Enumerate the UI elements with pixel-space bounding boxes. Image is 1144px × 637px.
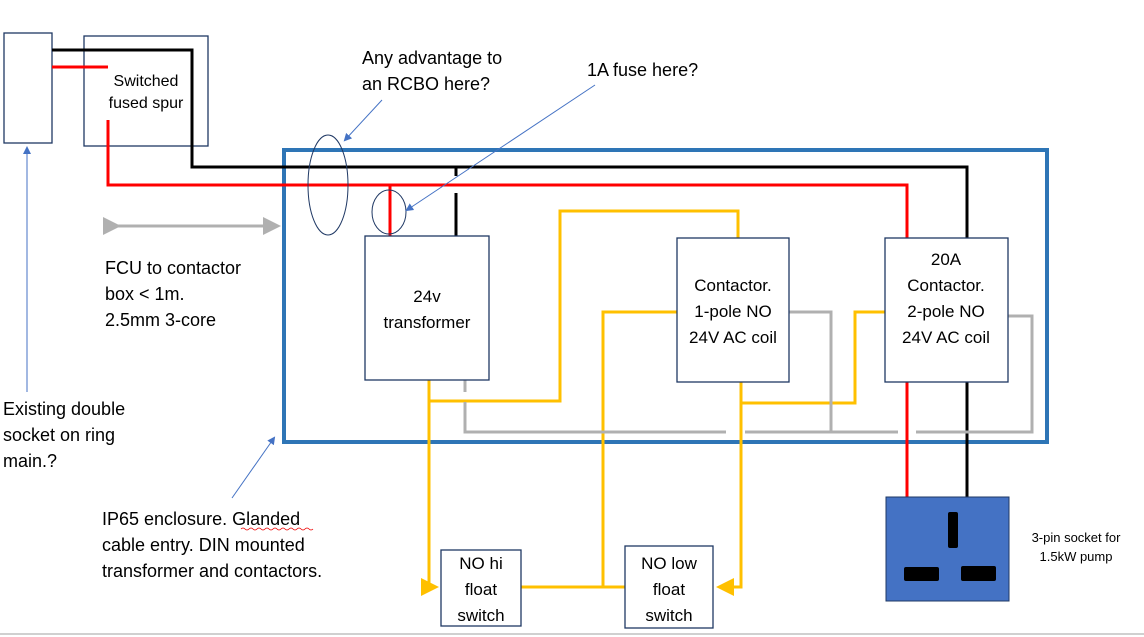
contactor1-label: 24V AC coil: [689, 328, 777, 347]
rcbo-marker: [307, 134, 349, 236]
spur-label: fused spur: [109, 95, 184, 112]
existing-socket-note: Existing double: [3, 399, 125, 419]
transformer-label: transformer: [384, 313, 471, 332]
enclosure-note: IP65 enclosure. Glanded: [102, 509, 300, 529]
existing-socket-note: main.?: [3, 451, 57, 471]
fuse-marker: [371, 189, 407, 235]
earth-pin-icon: [948, 512, 958, 548]
spur-label: Switched: [114, 73, 179, 90]
neutral-wire-supply: [52, 48, 969, 238]
control-wire-coil1: [429, 209, 740, 403]
low-float-switch-box: [624, 545, 714, 629]
rcbo-question: an RCBO here?: [362, 74, 490, 94]
enclosure-note: cable entry. DIN mounted: [102, 535, 305, 555]
contactor1-label: 1-pole NO: [694, 302, 771, 321]
enclosure-arrow: [231, 436, 276, 499]
contactor2-label: 24V AC coil: [902, 328, 990, 347]
existing-socket-note: socket on ring: [3, 425, 115, 445]
hi-switch-label: NO hi: [459, 554, 502, 573]
fcu-note: 2.5mm 3-core: [105, 310, 216, 330]
control-wire-coil2: [741, 310, 885, 405]
control-wire-hi: [421, 380, 439, 596]
hi-switch-label: switch: [457, 606, 504, 625]
fcu-note: FCU to contactor: [105, 258, 241, 278]
fcu-note: box < 1m.: [105, 284, 185, 304]
socket-label: 1.5kW pump: [1040, 549, 1113, 564]
transformer-box: [364, 235, 490, 381]
socket-label: 3-pin socket for: [1032, 530, 1122, 545]
hi-float-switch-box: [440, 549, 522, 627]
rcbo-arrow: [343, 99, 383, 142]
fuse-question: 1A fuse here?: [587, 60, 698, 80]
low-switch-label: switch: [645, 606, 692, 625]
low-switch-label: float: [653, 580, 685, 599]
enclosure-note: transformer and contactors.: [102, 561, 322, 581]
contactor2-label: 20A: [931, 250, 962, 269]
live-wire-load: [106, 120, 909, 238]
pump-socket: [885, 496, 1010, 602]
rcbo-question: Any advantage to: [362, 48, 502, 68]
control-wire-low: [716, 382, 743, 596]
existing-socket-box: [3, 32, 53, 144]
neutral-pin-icon: [961, 566, 996, 581]
contactor1-box: [676, 237, 790, 383]
earth-wire-bus: [463, 402, 726, 434]
contactor2-label: Contactor.: [907, 276, 985, 295]
low-switch-label: NO low: [641, 554, 697, 573]
earth-wire-contactor1: [789, 310, 833, 432]
enclosure: [282, 148, 1049, 444]
control-wire-coil1-left: [601, 310, 677, 587]
spellcheck-underline: [240, 527, 314, 531]
earth-wire-bus-right: [916, 314, 1034, 434]
live-pin-icon: [904, 567, 939, 581]
contactor2-label: 2-pole NO: [907, 302, 984, 321]
hi-switch-label: float: [465, 580, 497, 599]
fused-spur-box: [83, 35, 209, 147]
contactor1-label: Contactor.: [694, 276, 772, 295]
transformer-label: 24v: [413, 287, 441, 306]
fuse-arrow: [405, 84, 596, 212]
contactor2-box: [884, 237, 1009, 383]
